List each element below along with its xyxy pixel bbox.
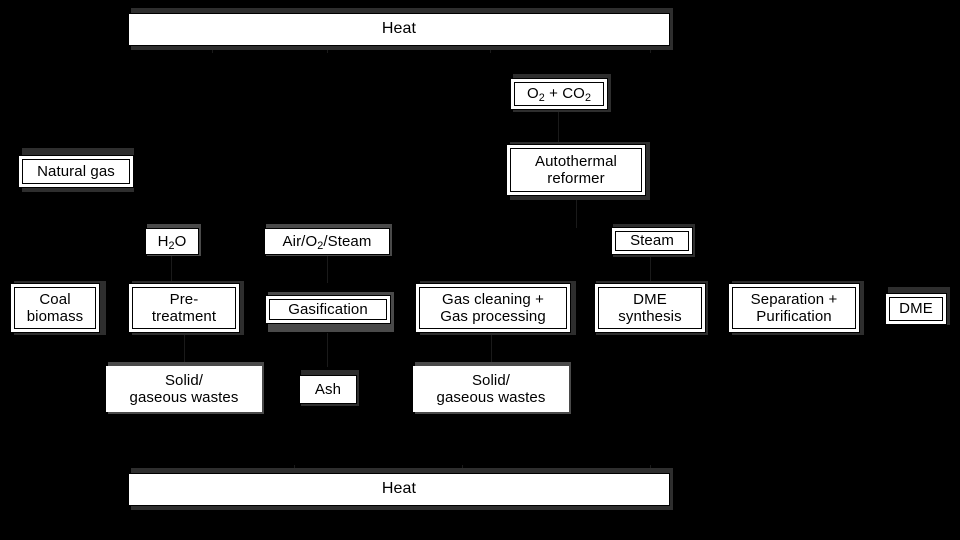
waste-left-box[interactable]: Solid/ gaseous wastes <box>106 366 262 412</box>
dme-synthesis-box[interactable]: DME synthesis <box>594 283 706 333</box>
connector-gascleaning-to-waste <box>491 333 492 363</box>
coal-biomass-box[interactable]: Coal biomass <box>10 283 100 333</box>
connector-pretreatment-to-waste <box>184 333 185 363</box>
connector-h2o-down <box>171 255 172 283</box>
gas-cleaning-box[interactable]: Gas cleaning + Gas processing <box>415 283 571 333</box>
dme-product-box[interactable]: DME <box>885 293 947 325</box>
air-o2-steam-label: Air/O2/Steam <box>282 232 372 252</box>
pre-treatment-box[interactable]: Pre- treatment <box>128 283 240 333</box>
h2o-box[interactable]: H2O <box>145 228 199 255</box>
connector-air-down <box>327 255 328 283</box>
o2-co2-box[interactable]: O2 + CO2 <box>510 78 608 110</box>
heat-top-bar[interactable]: Heat <box>128 13 670 46</box>
connector-reformer-down <box>576 198 577 228</box>
autothermal-reformer-box[interactable]: Autothermal reformer <box>506 144 646 196</box>
waste-right-box[interactable]: Solid/ gaseous wastes <box>413 366 569 412</box>
natural-gas-box[interactable]: Natural gas <box>18 155 134 188</box>
air-o2-steam-box[interactable]: Air/O2/Steam <box>264 228 390 255</box>
heat-bottom-bar[interactable]: Heat <box>128 473 670 506</box>
connector-steam-down <box>650 255 651 283</box>
connector-gasification-to-ash <box>327 333 328 367</box>
ash-box[interactable]: Ash <box>299 375 357 404</box>
connector-o2co2-to-reformer <box>558 110 559 142</box>
steam-box[interactable]: Steam <box>611 227 693 255</box>
gasification-box[interactable]: Gasification <box>265 295 391 324</box>
o2-co2-label: O2 + CO2 <box>526 85 592 105</box>
h2o-label: H2O <box>157 232 187 252</box>
separation-purification-box[interactable]: Separation + Purification <box>728 283 860 333</box>
